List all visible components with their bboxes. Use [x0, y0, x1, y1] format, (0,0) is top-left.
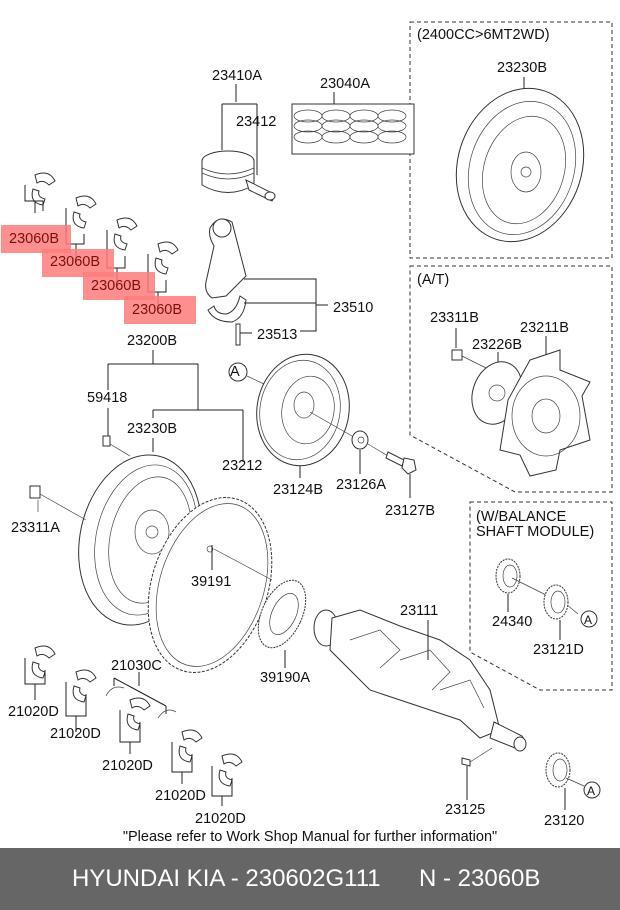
main-bearings-drawing [24, 645, 243, 806]
label-flywheel-assy[interactable]: 23200B [127, 333, 177, 349]
label-thrust-washer[interactable]: 21030C [111, 658, 162, 674]
label-at-bolt[interactable]: 23311B [430, 310, 479, 326]
circle-marker-a-2: A [584, 613, 593, 627]
label-drive-plate[interactable]: 23211B [520, 320, 569, 336]
label-highlight-bearing-3[interactable]: 23060B [91, 278, 141, 294]
label-crankshaft[interactable]: 23111 [400, 603, 439, 619]
connecting-rod-drawing [205, 218, 328, 346]
label-conrod-assy[interactable]: 23510 [333, 300, 374, 316]
highlight-box-1 [1, 225, 71, 253]
balance-box-title-1: (W/BALANCE [476, 509, 567, 525]
footer-part-number: N - 23060B [419, 865, 541, 892]
highlight-box-4 [124, 296, 196, 324]
piston-ring-set-drawing [291, 92, 415, 155]
label-highlight-bearing-1[interactable]: 23060B [9, 231, 59, 247]
label-conrod-bolt[interactable]: 23513 [257, 327, 298, 343]
mt-box-title: (2400CC>6MT2WD) [417, 27, 550, 43]
footer-oem-number: HYUNDAI KIA - 230602G111 [72, 865, 381, 892]
label-balance-gear-2[interactable]: 23121D [533, 642, 584, 658]
balance-box-title-2: SHAFT MODULE) [476, 524, 595, 540]
damper-pulley-drawing [228, 353, 417, 498]
label-dowel-pin-small[interactable]: 39191 [191, 574, 232, 590]
diagram-drawing [24, 21, 613, 810]
workshop-manual-note: "Please refer to Work Shop Manual for fu… [122, 829, 498, 845]
label-woodruff-key[interactable]: 23125 [445, 802, 486, 818]
mt-flywheel-drawing [455, 77, 585, 243]
label-main-bearing-3[interactable]: 21020D [102, 758, 153, 774]
label-highlight-bearing-4[interactable]: 23060B [132, 302, 182, 318]
label-main-bearing-5[interactable]: 21020D [195, 811, 246, 827]
label-pulley-bolt[interactable]: 23127B [385, 503, 435, 519]
label-main-bearing-2[interactable]: 21020D [50, 726, 101, 742]
ring-gear-drawing [147, 497, 273, 673]
highlight-box-3 [83, 272, 155, 300]
label-at-adapter-plate[interactable]: 23226B [472, 337, 522, 353]
label-flywheel-bolt[interactable]: 23311A [11, 520, 60, 536]
label-highlight-bearing-2[interactable]: 23060B [50, 254, 100, 270]
label-main-bearing-1[interactable]: 21020D [8, 704, 59, 720]
at-box-title: (A/T) [417, 272, 450, 288]
label-ring-gear[interactable]: 23212 [222, 458, 263, 474]
balance-gears-drawing [495, 558, 598, 640]
label-balance-gear-1[interactable]: 24340 [492, 614, 533, 630]
marker-a-text: A [230, 364, 240, 380]
label-piston-ring-set[interactable]: 23040A [320, 76, 370, 92]
label-dowel-pin[interactable]: 59418 [87, 390, 128, 406]
label-washer[interactable]: 23126A [336, 477, 386, 493]
label-piston-pin[interactable]: 23412 [236, 114, 277, 130]
crank-sprocket-drawing [545, 752, 601, 810]
circle-marker-a-3: A [587, 784, 596, 798]
parts-diagram [24, 21, 613, 810]
mt-flywheel-box [409, 21, 613, 259]
target-wheel-drawing [257, 579, 307, 668]
balance-shaft-box [469, 501, 613, 691]
at-drive-plate-drawing [451, 328, 591, 477]
label-piston-assy[interactable]: 23410A [212, 68, 262, 84]
footer-bar: HYUNDAI KIA - 230602G111 N - 23060B [0, 848, 620, 910]
label-mt-flywheel[interactable]: 23230B [497, 60, 547, 76]
label-main-bearing-4[interactable]: 21020D [155, 788, 206, 804]
label-target-wheel[interactable]: 39190A [260, 670, 310, 686]
piston-drawing [201, 150, 276, 202]
at-drive-plate-box [409, 265, 613, 493]
label-flywheel[interactable]: 23230B [127, 421, 177, 437]
label-crank-sprocket[interactable]: 23120 [544, 813, 585, 829]
circle-marker-a-1: A [230, 364, 240, 380]
label-damper-pulley[interactable]: 23124B [273, 482, 323, 498]
crankshaft-drawing [313, 609, 527, 800]
